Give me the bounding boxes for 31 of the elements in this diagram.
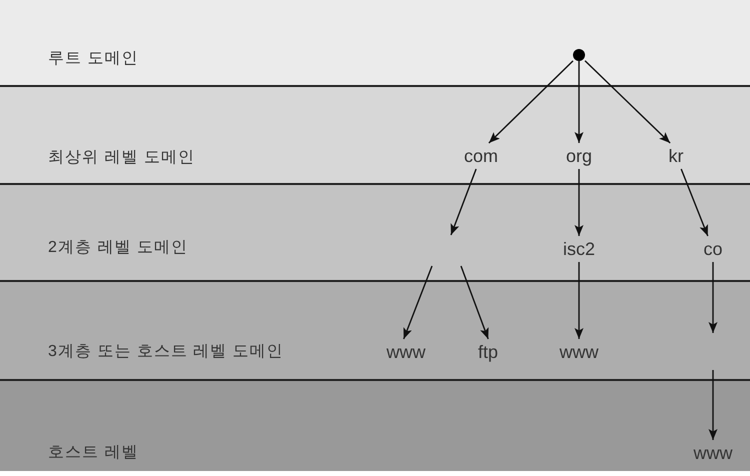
root-dot xyxy=(573,49,585,61)
level-label: 호스트 레벨 xyxy=(48,443,138,463)
domain-label: www xyxy=(558,339,600,365)
arrow xyxy=(708,262,718,333)
level-label: 루트 도메인 xyxy=(48,49,138,69)
arrow xyxy=(584,60,671,144)
arrow xyxy=(574,169,584,236)
domain-label: ftp xyxy=(476,339,500,365)
level-band xyxy=(0,0,750,87)
arrow xyxy=(680,168,708,236)
arrow xyxy=(708,370,718,440)
domain-label: isc2 xyxy=(561,236,597,262)
arrow xyxy=(450,168,477,236)
domain-label: kr xyxy=(666,143,686,169)
level-label: 2계층 레벨 도메인 xyxy=(48,238,188,258)
level-band xyxy=(0,185,750,282)
level-band xyxy=(0,381,750,471)
level-band xyxy=(0,282,750,381)
arrow xyxy=(574,262,584,339)
arrow xyxy=(488,60,574,144)
domain-label: www xyxy=(384,339,428,365)
level-label: 3계층 또는 호스트 레벨 도메인 xyxy=(48,342,284,362)
arrow xyxy=(574,61,584,143)
level-band xyxy=(0,87,750,185)
domain-label: com xyxy=(462,143,500,169)
arrow xyxy=(403,266,433,340)
arrow xyxy=(460,266,489,340)
domain-label: org xyxy=(564,143,594,169)
domain-label: www xyxy=(692,440,734,466)
level-label: 최상위 레벨 도메인 xyxy=(48,148,195,168)
domain-label: co xyxy=(702,236,724,262)
